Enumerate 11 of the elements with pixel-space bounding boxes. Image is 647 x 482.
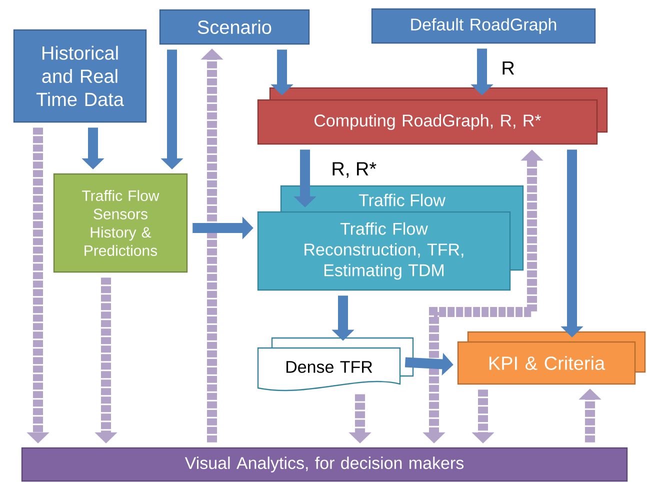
banner-box: Visual Analytics, for decision makers — [21, 447, 628, 482]
edge-label: R, R* — [332, 162, 376, 178]
process-box: Scenario — [159, 9, 310, 45]
stacked-process-box: Computing RoadGraph, R, R* — [257, 87, 608, 145]
process-box: Historical and Real Time Data — [13, 29, 147, 123]
stacked-process-box: Traffic Flow Traffic Flow Reconstruction, TFR, Estimating TDM — [257, 185, 524, 291]
edge-label: R — [502, 61, 514, 75]
process-box: Default RoadGraph — [371, 8, 596, 44]
process-box: Traffic Flow Sensors History & Predictions — [53, 173, 188, 273]
stacked-document: Dense TFR — [257, 337, 414, 392]
stacked-process-box: KPI & Criteria — [457, 331, 646, 385]
